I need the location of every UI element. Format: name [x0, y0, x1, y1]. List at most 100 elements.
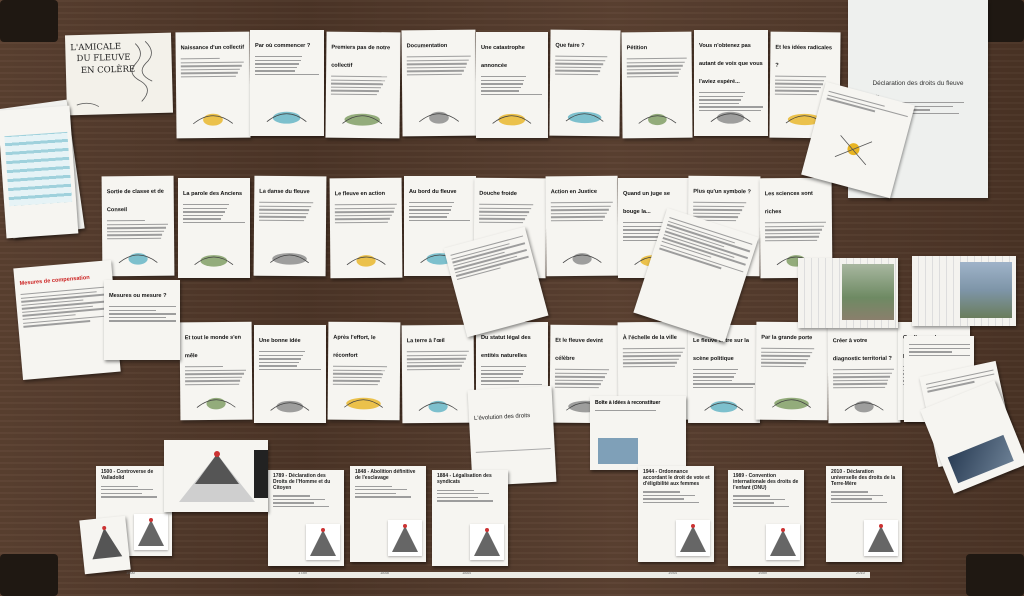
row1-card[interactable]: Par où commencer ?	[250, 30, 324, 136]
row1-card[interactable]: Pétition	[621, 31, 693, 139]
timeline-title: 2010 - Déclaration universelle des droit…	[831, 469, 896, 487]
row1-card[interactable]: Vous n'obtenez pas autant de voix que vo…	[694, 30, 768, 136]
card-title: La danse du fleuve	[259, 188, 310, 196]
pyramid-card	[164, 440, 268, 512]
card-title: Vous n'obtenez pas autant de voix que vo…	[699, 43, 763, 85]
timeline-year: 1884	[462, 570, 471, 575]
wave-icon	[76, 41, 153, 107]
ideas-card: Boîte à idées à reconstituer	[590, 396, 686, 470]
photo-strip-left	[798, 258, 898, 328]
row2-card[interactable]: La parole des Anciens	[178, 178, 250, 278]
card-title: Premiers pas de notre collectif	[331, 44, 391, 69]
photo-strip-right	[912, 256, 1016, 326]
card-title: La terre à l'œil	[406, 337, 445, 345]
timeline-title: 1944 - Ordonnance accordant le droit de …	[643, 469, 710, 487]
card-title: Par où commencer ?	[255, 43, 311, 49]
timeline-title: 1789 - Déclaration des Droits de l'Homme…	[273, 473, 331, 491]
card-title: Que faire ?	[555, 42, 585, 49]
card-title: Après l'effort, le réconfort	[333, 334, 376, 359]
card-title: Créer à votre diagnostic territorial ?	[832, 337, 892, 363]
card-title: Le fleuve entre sur la scène politique	[693, 338, 749, 362]
row3-card[interactable]: La terre à l'œil	[401, 324, 475, 424]
declaration-title: Déclaration des droits du fleuve	[872, 80, 964, 87]
card-title: Douche froide	[479, 190, 517, 198]
pyramid-mini-icon	[766, 524, 800, 560]
card-title: Et les idées radicales ?	[775, 44, 833, 69]
table-corner	[0, 554, 58, 596]
pyramid-mini-icon	[306, 524, 340, 560]
card-title: Pétition	[626, 45, 648, 52]
evolution-title: L'évolution des droits	[473, 413, 531, 422]
row1-card[interactable]: Documentation	[401, 29, 477, 137]
row1-card[interactable]: Premiers pas de notre collectif	[325, 31, 401, 139]
table-corner	[966, 554, 1024, 596]
card-illustration-icon	[629, 102, 685, 130]
timeline-card[interactable]: 1944 - Ordonnance accordant le droit de …	[638, 466, 714, 562]
card-title: Naissance d'un collectif	[180, 44, 245, 52]
card-illustration-icon	[109, 242, 167, 269]
timeline-title: 1500 - Controverse de Valladolid	[101, 469, 154, 481]
timeline-year: 1989	[758, 570, 767, 575]
timeline-card[interactable]: 2010 - Déclaration universelle des droit…	[826, 466, 902, 562]
row2-card[interactable]: Le fleuve en action	[329, 177, 403, 279]
pyramid-mini-icon	[470, 524, 504, 560]
row3-card[interactable]: Une bonne idée	[254, 325, 326, 423]
timeline-title: 1848 - Abolition définitive de l'esclava…	[355, 469, 416, 481]
pyramid-mini-icon	[676, 520, 710, 556]
card-stack-front	[0, 105, 79, 239]
tilted-card	[801, 81, 915, 199]
measures2-card: Mesures ou mesure ?	[104, 280, 180, 360]
row3-card[interactable]: Créer à votre diagnostic territorial ?	[827, 324, 901, 424]
card-illustration-icon	[557, 100, 613, 128]
card-illustration-icon	[261, 390, 319, 415]
timeline-year: 1500	[126, 570, 135, 575]
pyramid-mini	[79, 515, 131, 575]
table-corner	[0, 0, 58, 42]
row3-card[interactable]: Et tout le monde s'en mêle	[179, 321, 253, 421]
pyramid-mini-icon	[134, 514, 168, 550]
card-illustration-icon	[835, 389, 893, 415]
timeline-title: 1989 - Convention internationale des dro…	[733, 473, 799, 491]
pyramid-illustration-icon	[179, 451, 255, 502]
timeline-card[interactable]: 1989 - Convention internationale des dro…	[728, 470, 804, 566]
card-title: Les sciences sont riches	[764, 190, 813, 216]
card-illustration-icon	[187, 386, 245, 412]
card-illustration-icon	[337, 244, 395, 271]
card-illustration-icon	[257, 100, 316, 128]
timeline-card[interactable]: 1848 - Abolition définitive de l'esclava…	[350, 466, 426, 562]
banner-line: EN COLÈRE	[80, 64, 136, 76]
row2-card[interactable]: La danse du fleuve	[253, 175, 327, 277]
card-title: Documentation	[406, 42, 448, 50]
timeline-year: 1944	[668, 570, 677, 575]
card-illustration-icon	[333, 102, 393, 130]
card-illustration-icon	[763, 386, 821, 412]
card-title: Quand un juge se bouge la...	[623, 191, 670, 215]
card-illustration-icon	[261, 242, 319, 269]
card-illustration-icon	[184, 102, 244, 130]
card-illustration-icon	[483, 102, 541, 130]
timeline-card[interactable]: 1884 - Légalisation des syndicats	[432, 470, 508, 566]
row3-card[interactable]: Par la grande porte	[755, 321, 829, 421]
card-illustration-icon	[410, 100, 470, 128]
row1-card[interactable]: Que faire ?	[549, 29, 621, 137]
timeline-card[interactable]: 1789 - Déclaration des Droits de l'Homme…	[268, 470, 344, 566]
card-title: Au bord du fleuve	[409, 189, 457, 195]
timeline-year: 1848	[380, 570, 389, 575]
card-title: Une catastrophe annoncée	[481, 45, 525, 69]
card-title: Une bonne idée	[259, 338, 301, 344]
row1-card[interactable]: Une catastrophe annoncée	[476, 32, 548, 138]
row1-card[interactable]: Naissance d'un collectif	[175, 31, 251, 139]
row2-card[interactable]: Sortie de classe et de Conseil	[101, 175, 175, 277]
measures2-title: Mesures ou mesure ?	[109, 293, 167, 299]
card-illustration-icon	[701, 100, 760, 128]
card-illustration-icon	[553, 242, 611, 269]
card-title: Par la grande porte	[761, 334, 813, 342]
card-title: Et le fleuve devint célèbre	[555, 337, 603, 362]
ideas-title: Boîte à idées à reconstituer	[595, 400, 661, 406]
row2-card[interactable]: Action en Justice	[545, 175, 619, 277]
card-illustration-icon	[409, 389, 467, 415]
row3-card[interactable]: Après l'effort, le réconfort	[327, 321, 401, 421]
measures-title: Mesures de compensation	[19, 274, 90, 287]
timeline-year: 1789	[298, 570, 307, 575]
sketch-icon	[834, 135, 873, 166]
